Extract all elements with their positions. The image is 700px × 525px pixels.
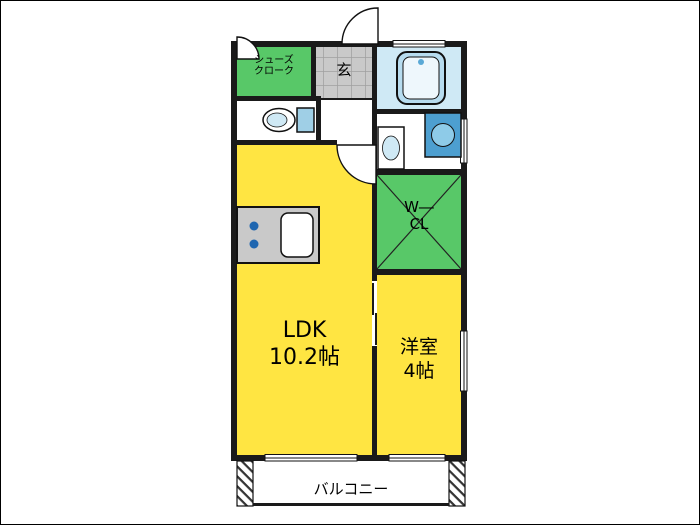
room-genkan (316, 47, 372, 98)
shoes-closet-door-swing (236, 36, 260, 60)
wcl-label-line2: CL (409, 215, 429, 233)
shoes-closet-label: シューズ クローク (237, 55, 311, 77)
western-room-label-name: 洋室 (399, 336, 438, 358)
stove-burner (249, 221, 259, 231)
window-western-east (460, 330, 468, 392)
washroom-sink-icon (377, 126, 405, 170)
room-ldk (237, 145, 372, 455)
walk-in-closet-label: W― CL (377, 199, 461, 233)
room-floors (237, 47, 462, 455)
shoes-closet-label-line2: クローク (254, 66, 294, 77)
stove-burner (249, 239, 259, 249)
genkan-step-line (316, 98, 372, 100)
sliding-door-line (372, 283, 374, 315)
washing-machine-icon (424, 112, 462, 158)
toilet-icon (262, 107, 315, 133)
ldk-label-size: 10.2帖 (269, 345, 340, 370)
balcony-label: バルコニー (253, 478, 449, 499)
bathtub-icon (396, 51, 446, 105)
window-ldk-south (264, 454, 358, 462)
kitchen-sink (280, 212, 314, 258)
balcony (236, 460, 466, 507)
balcony-wall-left (236, 460, 254, 507)
shoes-closet-label-line1: シューズ (254, 55, 294, 66)
sliding-door-line (375, 313, 377, 345)
western-room-label: 洋室 4帖 (377, 335, 461, 383)
genkan-label: 玄 (316, 59, 372, 80)
window-bath-north (392, 40, 446, 48)
ldk-door-swing (336, 144, 377, 185)
balcony-label-text: バルコニー (313, 480, 389, 498)
ldk-label-name: LDK (282, 318, 327, 343)
entrance-door-swing (341, 7, 379, 45)
room-western (377, 275, 461, 455)
closet-cross-line (376, 174, 462, 270)
wcl-label-line1: W― (404, 198, 434, 216)
window-western-south (388, 454, 446, 462)
windows (264, 40, 468, 462)
balcony-wall-right (448, 460, 466, 507)
bath-faucet (418, 59, 424, 65)
kitchen-counter (236, 206, 320, 264)
doors (236, 7, 379, 185)
balcony-railing (253, 503, 449, 506)
ldk-label: LDK 10.2帖 (239, 317, 370, 371)
western-room-label-size: 4帖 (403, 360, 435, 382)
genkan-label-text: 玄 (336, 61, 352, 79)
